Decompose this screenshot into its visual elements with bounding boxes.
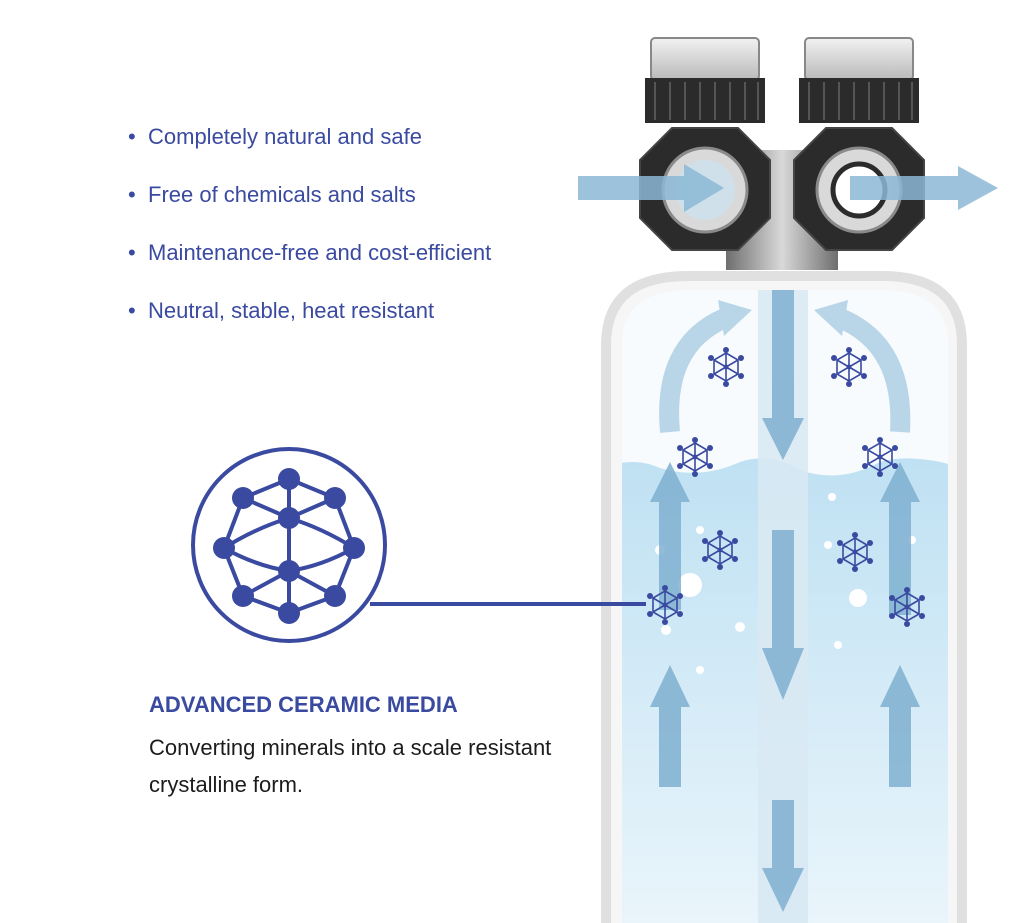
molecule-icon	[213, 468, 365, 624]
valve-cap-right	[804, 37, 914, 81]
flow-arrow-up	[650, 462, 690, 610]
flow-arrow-up	[880, 462, 920, 615]
curved-arrow-left	[659, 308, 730, 433]
flow-arrow-up	[650, 665, 690, 787]
inlet-arrow-icon	[578, 164, 724, 212]
valve-cap-left	[650, 37, 760, 81]
flow-arrow-down	[762, 530, 804, 700]
flow-arrow-up	[880, 665, 920, 787]
feature-item: •Completely natural and safe	[128, 124, 422, 149]
feature-item: •Free of chemicals and salts	[128, 182, 416, 207]
feature-item: •Neutral, stable, heat resistant	[128, 298, 435, 323]
media-description: Converting minerals into a scale resista…	[149, 735, 552, 797]
flow-arrow-down	[762, 800, 804, 912]
media-title: ADVANCED CERAMIC MEDIA	[149, 692, 458, 717]
outlet-arrow-icon	[850, 166, 998, 210]
curved-arrow-right	[835, 308, 911, 433]
feature-item: •Maintenance-free and cost-efficient	[128, 240, 492, 265]
feature-list: •Completely natural and safe •Free of ch…	[128, 118, 491, 350]
flow-arrow-down	[762, 290, 804, 460]
